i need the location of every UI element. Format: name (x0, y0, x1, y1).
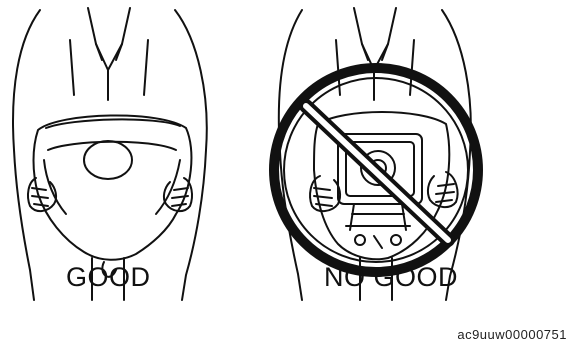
figure-code-label: ac9uuw00000751 (457, 327, 567, 342)
good-person-figure (13, 8, 207, 300)
good-label: GOOD (66, 262, 151, 293)
good-airbag-module (34, 115, 192, 259)
nogood-right-hand (428, 172, 458, 207)
no-good-label: NO GOOD (324, 262, 458, 293)
nogood-left-hand (310, 176, 340, 211)
prohibition-circle-icon (274, 68, 478, 272)
good-left-hand (28, 178, 56, 211)
nogood-person-figure (279, 8, 471, 300)
